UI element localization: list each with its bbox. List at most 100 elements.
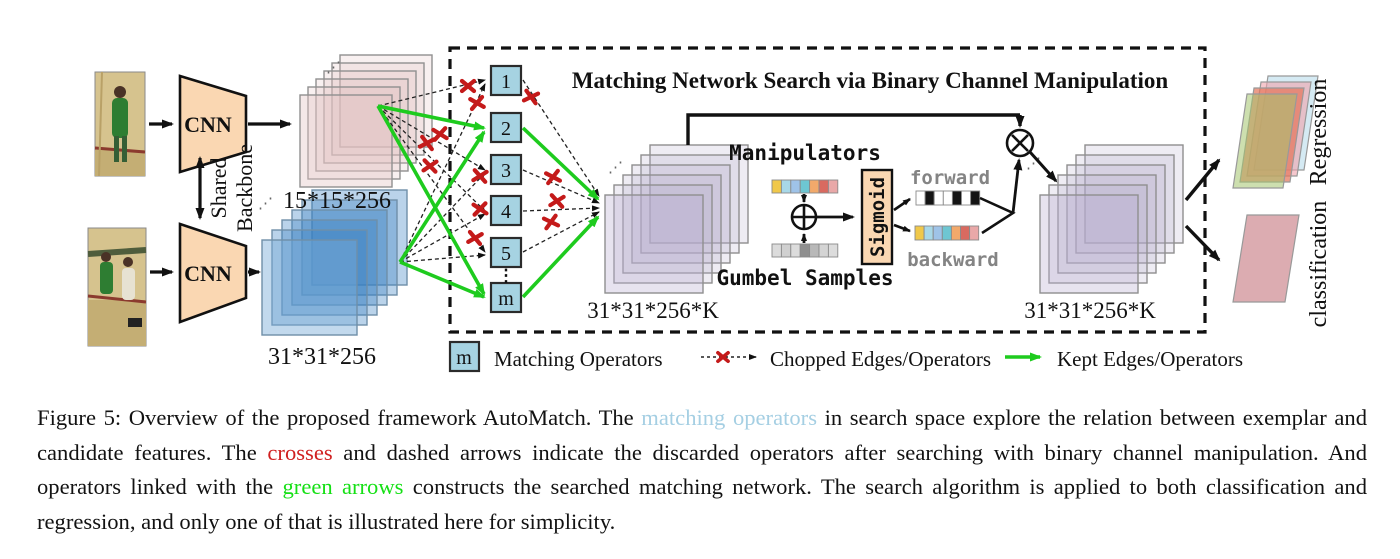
- stack-ellipsis-3: ⋰: [608, 160, 623, 176]
- strip-cell: [818, 179, 829, 194]
- feature-map-layer: [261, 239, 358, 336]
- chopped-cross-icon: [424, 160, 437, 171]
- arrow-to-regression: [1184, 158, 1221, 202]
- plus-circle-icon: [790, 203, 818, 231]
- candidate-dims-label: 31*31*256: [268, 344, 376, 370]
- manipulators-label: Manipulators: [729, 141, 881, 165]
- chopped-cross-icon: [473, 170, 486, 182]
- arrow-multiply-to-output-stack: [1028, 150, 1058, 183]
- feature-map-layer: [1084, 144, 1184, 244]
- exemplar-feature-stack: [299, 54, 433, 188]
- strip-cell: [915, 190, 926, 206]
- legend: m Matching Operators Chopped Edges/Opera…: [448, 340, 1243, 373]
- chopped-cross-icon: [470, 97, 484, 109]
- architecture-diagram: CNN CNN Shared Backbone ⋰ ⋰ ⋰ ⋰ 15*15*25…: [87, 46, 1332, 373]
- caption-highlight-crosses: crosses: [267, 439, 333, 465]
- regression-label: Regression: [1306, 79, 1332, 186]
- strip-cell: [960, 225, 971, 241]
- strip-cell: [914, 225, 925, 241]
- chopped-cross-icon: [474, 203, 487, 214]
- cnn-block-bottom: CNN: [178, 222, 248, 324]
- operator-box-5: [489, 236, 523, 269]
- feature-map-layer: [271, 229, 368, 326]
- operator-box-1: [489, 64, 523, 97]
- operator-ellipsis: ⋮: [498, 266, 515, 285]
- strip-cell: [780, 179, 792, 194]
- cnn-label-top: CNN: [184, 112, 232, 137]
- strip-cell: [923, 225, 934, 241]
- caption-text: Figure 5: Overview of the proposed frame…: [37, 405, 642, 430]
- operator-box-2: [489, 111, 523, 144]
- arrow-masks-to-multiply: [1011, 158, 1023, 214]
- legend-chopped-label: Chopped Edges/Operators: [770, 347, 991, 371]
- arrow-sigmoid-to-backward: [893, 223, 911, 233]
- strip-cell: [961, 190, 972, 206]
- caption-highlight-green-arrows: green arrows: [282, 474, 404, 500]
- forward-label: forward: [910, 167, 990, 189]
- arrow-to-classification: [1184, 224, 1221, 262]
- shared-backbone-label-1: Shared: [206, 157, 231, 218]
- backward-mask-strip: [914, 225, 980, 241]
- legend-kept-label: Kept Edges/Operators: [1057, 347, 1243, 371]
- chopped-cross-icon: [546, 171, 560, 183]
- operator-label-3: 3: [501, 160, 511, 182]
- strip-cell: [780, 243, 792, 258]
- legend-operator-symbol: m: [456, 347, 472, 369]
- caption-text: in search space explore the relation bet…: [37, 405, 1368, 465]
- sigmoid-label: Sigmoid: [867, 177, 889, 257]
- chopped-cross-icon: [462, 81, 474, 91]
- output-feature-stack: [1039, 144, 1184, 294]
- strip-cell: [969, 225, 980, 241]
- strip-cell: [827, 179, 839, 194]
- chopped-cross-icon: [433, 128, 446, 140]
- operator-label-1: 1: [501, 71, 511, 93]
- search-box-border: [448, 46, 1207, 334]
- chopped-cross-icon: [468, 232, 482, 244]
- candidate-image: [87, 227, 147, 347]
- classification-label: classification: [1306, 201, 1332, 328]
- operator-label-5: 5: [501, 243, 511, 265]
- chopped-cross-icon: [544, 216, 558, 229]
- feature-map-layer: [604, 194, 704, 294]
- stack-ellipsis-1: ⋰: [326, 60, 341, 76]
- feature-map-layer: [613, 184, 713, 284]
- caption-text: constructs the searched matching network…: [37, 474, 1367, 534]
- figure-caption: Figure 5: Overview of the proposed frame…: [37, 401, 1367, 539]
- feature-map-layer: [1039, 194, 1139, 294]
- strip-cell: [970, 190, 981, 206]
- candidate-feature-stack: [261, 189, 408, 336]
- cnn-label-bottom: CNN: [184, 261, 232, 286]
- operator-label-4: 4: [501, 201, 511, 223]
- mask-converge-lines: [979, 196, 1016, 235]
- search-box-title: Matching Network Search via Binary Chann…: [572, 68, 1169, 93]
- operator-boxes: 1 2 3 4 5 ⋮ m: [489, 64, 523, 314]
- bypass-line: [686, 113, 1020, 145]
- multiply-circle-icon: [1005, 128, 1035, 158]
- feature-map-layer: [1066, 164, 1166, 264]
- feature-map-layer: [1057, 174, 1157, 274]
- strip-cell: [933, 190, 944, 206]
- operator-box-3: [489, 153, 523, 186]
- feature-map-layer: [649, 144, 749, 244]
- strip-cell: [827, 243, 839, 258]
- feature-map-layer: [622, 174, 722, 274]
- manipulators-strip: [771, 179, 839, 194]
- strip-cell: [799, 179, 811, 194]
- backward-label: backward: [907, 249, 999, 271]
- strip-cell: [790, 179, 801, 194]
- strip-cell: [924, 190, 935, 206]
- output-stack-dims-label: 31*31*256*K: [1024, 298, 1156, 323]
- feature-map-layer: [1048, 184, 1148, 284]
- feature-map-layer: [291, 209, 388, 306]
- operator-box-m: [489, 281, 523, 314]
- arrow-sigmoid-to-forward: [893, 197, 911, 212]
- feature-map-layer: [640, 154, 740, 254]
- strip-cell: [809, 243, 820, 258]
- strip-cell: [818, 243, 829, 258]
- caption-text: and dashed arrows indicate the discarded…: [37, 439, 1368, 500]
- kept-edges: [376, 104, 600, 299]
- operator-label-m: m: [498, 288, 514, 310]
- strip-cell: [942, 190, 953, 206]
- forward-mask-strip: [915, 190, 981, 206]
